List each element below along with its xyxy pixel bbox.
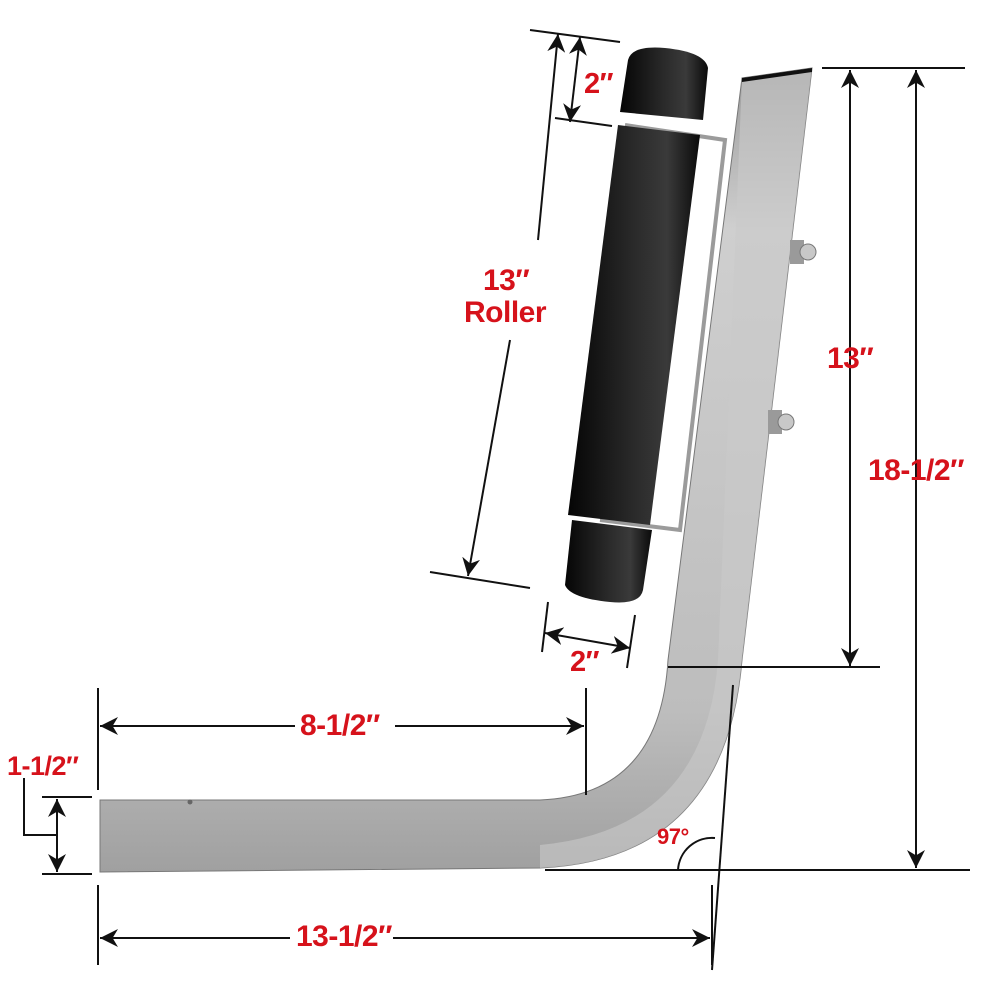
tube-size-label: 1-1/2″ (7, 751, 79, 781)
upright-height-label: 13″ (827, 342, 874, 375)
angle-label: 97° (657, 824, 689, 849)
overall-length-label: 13-1/2″ (296, 920, 392, 953)
overall-height-label: 18-1/2″ (868, 454, 964, 487)
roller-length-label: 13″ (483, 264, 530, 297)
square-tube-arm (99, 67, 813, 873)
roller-word-label: Roller (464, 296, 547, 329)
roller-end-cap-label: 2″ (584, 68, 614, 100)
arm-length-label: 8-1/2″ (300, 709, 380, 742)
acorn-nut-top (790, 240, 817, 264)
dimension-lines (23, 29, 970, 971)
roller (565, 47, 708, 603)
acorn-nut-bottom (768, 410, 795, 434)
roller-diameter-label: 2″ (570, 646, 600, 678)
